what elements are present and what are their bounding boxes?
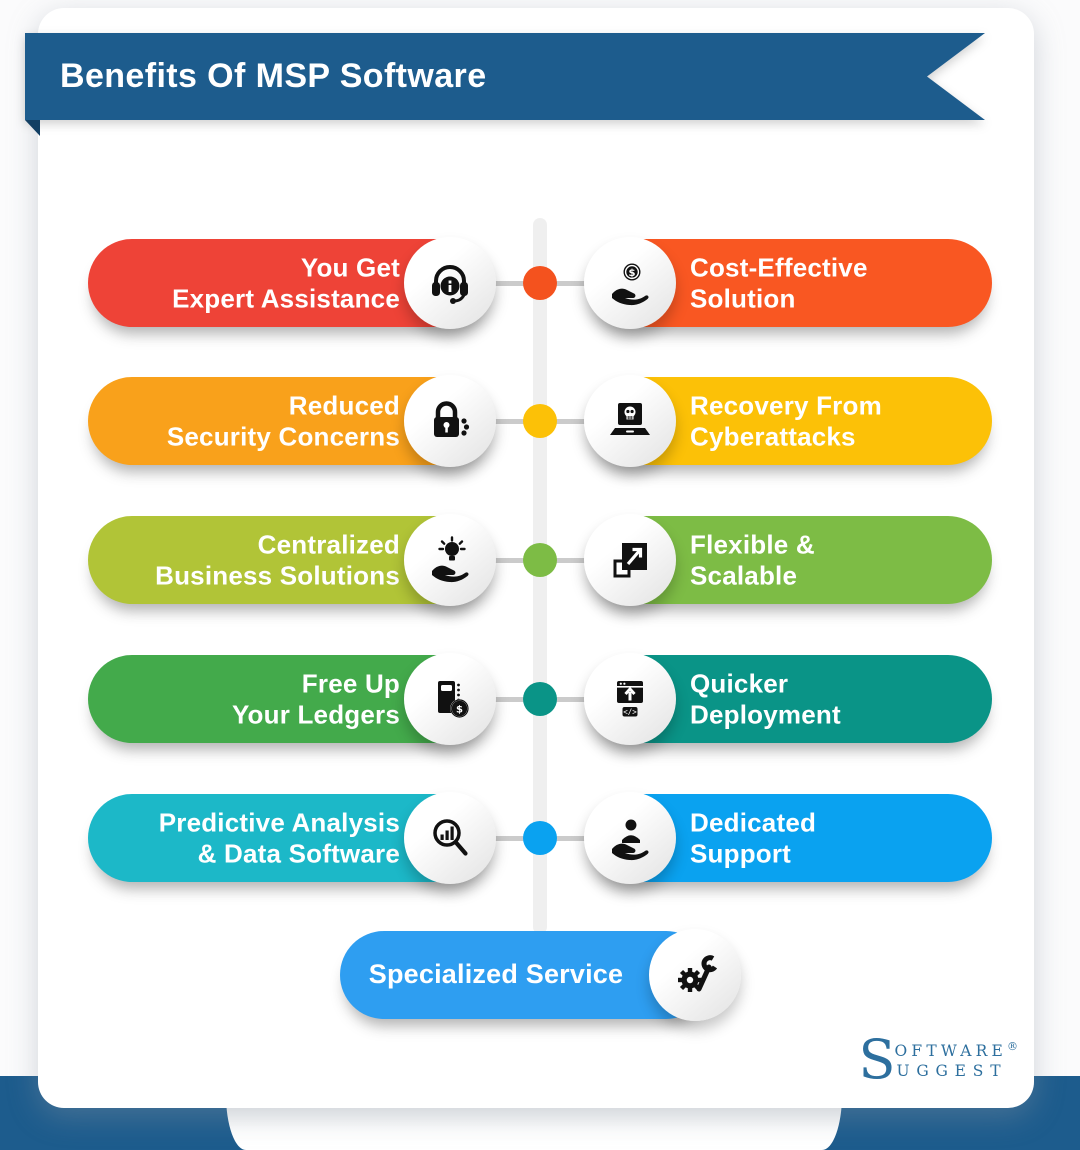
page-title: Benefits Of MSP Software [60,57,487,95]
logo-line2: UGGEST [896,1061,1008,1080]
timeline-dot [523,404,557,438]
icon-circle [404,792,496,884]
content-card: Benefits Of MSP Software You Get Expert … [25,8,1034,1108]
brand-logo: S OFTWARE® UGGEST [858,1033,1018,1087]
benefit-label: Specialized Service [368,959,624,990]
scale-expand-icon [613,543,647,578]
benefit-label: Reduced Security Concerns [166,390,400,451]
ledger-money-icon: $ [438,681,469,718]
icon-circle [584,792,676,884]
svg-text:$: $ [456,705,463,716]
benefit-label: Free Up Your Ledgers [231,668,400,729]
registered-mark: ® [1007,1040,1018,1053]
icon-circle [584,375,676,467]
svg-text:</>: </> [623,707,637,716]
icon-circle: $ [584,237,676,329]
gear-wrench-icon [678,955,718,992]
timeline-dot [523,266,557,300]
icon-circle: </> [584,653,676,745]
headset-support-icon [432,265,468,304]
icon-circle [404,514,496,606]
header-ribbon: Benefits Of MSP Software [25,33,985,120]
timeline-dot [523,543,557,577]
benefit-label: Cost-Effective Solution [690,252,868,313]
icon-circle [404,375,496,467]
deployment-icon: </> [617,681,643,717]
header-ribbon-shape: Benefits Of MSP Software [25,33,985,120]
benefit-label: Flexible & Scalable [690,529,815,590]
timeline-dot [523,682,557,716]
benefit-label: Centralized Business Solutions [155,529,400,590]
icon-circle: $ [404,653,496,745]
security-lock-icon [434,401,470,437]
cyberattack-icon [610,403,650,435]
dedicated-support-icon [612,819,649,861]
icon-circle [404,237,496,329]
icon-circle [584,514,676,606]
benefit-label: Dedicated Support [690,807,817,868]
idea-hand-icon [432,536,469,583]
benefit-label: Quicker Deployment [690,668,841,729]
cost-saving-icon: $ [612,263,649,306]
timeline-dot [523,821,557,855]
ribbon-fold [25,120,40,136]
benefit-label: You Get Expert Assistance [172,252,400,313]
icon-circle [649,929,741,1021]
logo-line1: OFTWARE® [894,1040,1018,1061]
analytics-search-icon [433,819,468,856]
benefit-label: Predictive Analysis & Data Software [158,807,400,868]
benefit-label: Recovery From Cyberattacks [690,390,882,451]
svg-text:$: $ [629,268,636,279]
logo-initial: S [858,1028,896,1091]
benefit-pill-specialized-service: Specialized Service [340,931,710,1019]
